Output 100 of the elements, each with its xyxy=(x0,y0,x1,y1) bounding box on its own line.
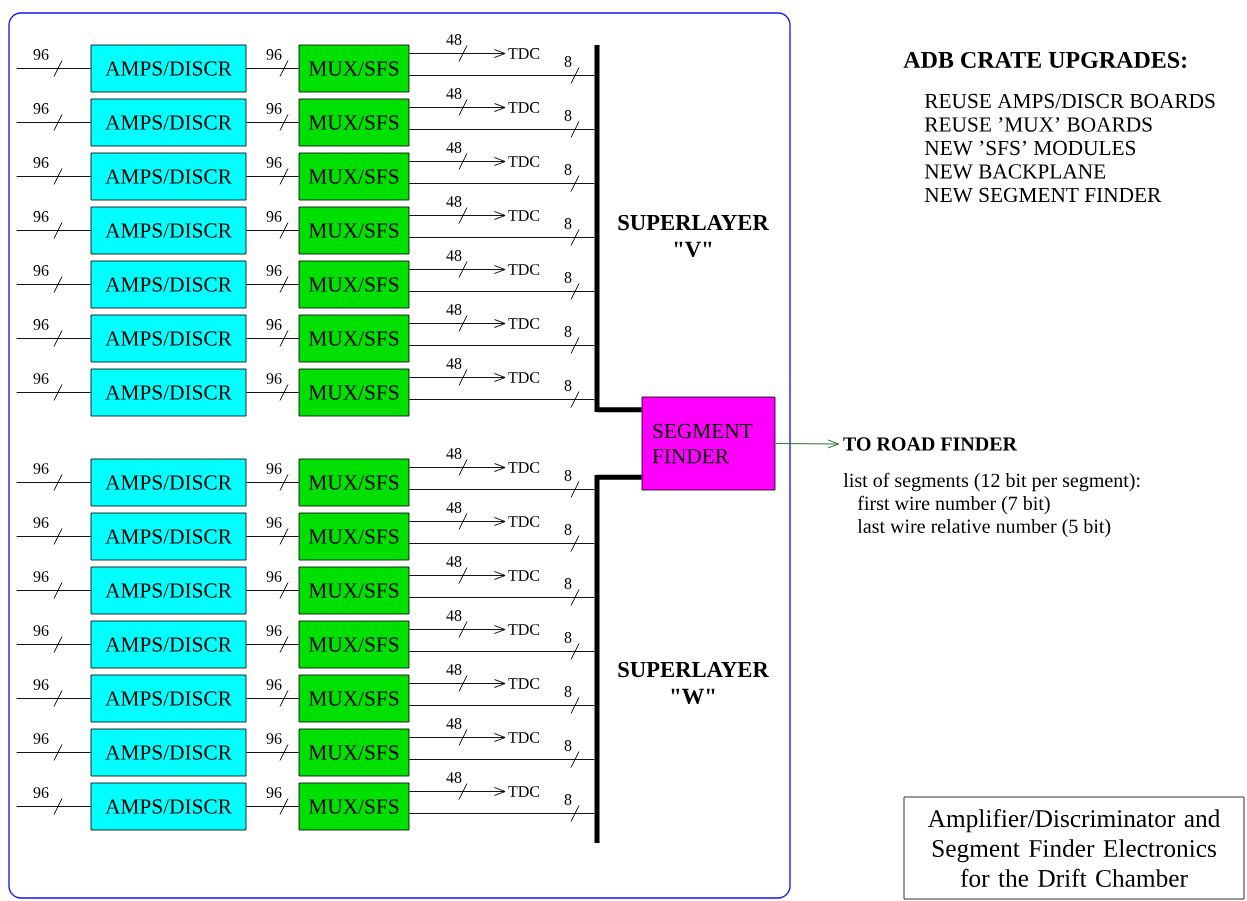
signal-line xyxy=(245,276,300,293)
arrow xyxy=(408,207,506,224)
bus-width-label: 48 xyxy=(446,664,462,675)
signal-line xyxy=(16,744,92,761)
output-label: TDC xyxy=(508,318,540,329)
arrow xyxy=(408,369,506,386)
list-item: REUSE AMPS/DISCR BOARDS xyxy=(924,93,1215,109)
signal-line xyxy=(16,798,92,815)
title-box: Amplifier/Discriminator and Segment Finder Electronics for the Drift Chamber xyxy=(903,796,1245,900)
output-label: TDC xyxy=(508,210,540,221)
bus-width-label: 8 xyxy=(564,56,572,67)
bus-width-label: 96 xyxy=(266,319,282,330)
note-text: first wire number (7 bit) xyxy=(857,495,1050,515)
amplifier-box: AMPS/DISCR xyxy=(90,458,247,507)
signal-line xyxy=(16,582,92,599)
bus-width-label: 48 xyxy=(446,610,462,621)
bus-width-label: 96 xyxy=(33,319,49,330)
bus-width-label: 96 xyxy=(266,625,282,636)
bus-width-label: 48 xyxy=(446,358,462,369)
mux-box: MUX/SFS xyxy=(298,44,410,93)
arrow xyxy=(408,621,506,638)
bus-line xyxy=(597,407,642,413)
bus-width-label: 8 xyxy=(564,218,572,229)
bus-width-label: 8 xyxy=(564,578,572,589)
mux-box: MUX/SFS xyxy=(298,458,410,507)
output-label: TDC xyxy=(508,570,540,581)
bus-width-label: 48 xyxy=(446,448,462,459)
bus-width-label: 96 xyxy=(33,517,49,528)
note-text: last wire relative number (5 bit) xyxy=(857,518,1111,538)
signal-line xyxy=(16,114,92,131)
mux-box: MUX/SFS xyxy=(298,512,410,561)
amplifier-box: AMPS/DISCR xyxy=(90,152,247,201)
bus-width-label: 8 xyxy=(564,164,572,175)
bus-width-label: 8 xyxy=(564,470,572,481)
arrow xyxy=(408,459,506,476)
amplifier-box: AMPS/DISCR xyxy=(90,206,247,255)
signal-line xyxy=(16,330,92,347)
output-label: TDC xyxy=(508,264,540,275)
bus-width-label: 96 xyxy=(266,373,282,384)
signal-line xyxy=(408,751,595,768)
amplifier-box: AMPS/DISCR xyxy=(90,368,247,417)
signal-line xyxy=(16,60,92,77)
signal-line xyxy=(245,330,300,347)
mux-box: MUX/SFS xyxy=(298,620,410,669)
mux-box: MUX/SFS xyxy=(298,368,410,417)
output-label: TDC xyxy=(508,156,540,167)
signal-line xyxy=(245,222,300,239)
mux-box: MUX/SFS xyxy=(298,728,410,777)
signal-line xyxy=(16,636,92,653)
bus-width-label: 96 xyxy=(266,103,282,114)
arrow xyxy=(408,261,506,278)
amplifier-box: AMPS/DISCR xyxy=(90,512,247,561)
bus-bar xyxy=(594,45,600,412)
signal-line xyxy=(408,391,595,408)
bus-width-label: 8 xyxy=(564,794,572,805)
signal-line xyxy=(245,384,300,401)
signal-line xyxy=(245,690,300,707)
output-label: TDC xyxy=(508,48,540,59)
bus-width-label: 8 xyxy=(564,632,572,643)
signal-line xyxy=(408,697,595,714)
amplifier-box: AMPS/DISCR xyxy=(90,566,247,615)
bus-bar xyxy=(594,475,600,843)
bus-width-label: 96 xyxy=(33,265,49,276)
signal-line xyxy=(245,744,300,761)
bus-width-label: 96 xyxy=(33,787,49,798)
output-label: TDC xyxy=(508,516,540,527)
arrow xyxy=(408,729,506,746)
mux-box: MUX/SFS xyxy=(298,782,410,831)
bus-width-label: 96 xyxy=(266,517,282,528)
arrow xyxy=(408,567,506,584)
signal-line xyxy=(16,276,92,293)
amplifier-box: AMPS/DISCR xyxy=(90,620,247,669)
signal-line xyxy=(408,643,595,660)
bus-width-label: 48 xyxy=(446,142,462,153)
amplifier-box: AMPS/DISCR xyxy=(90,260,247,309)
signal-line xyxy=(408,337,595,354)
bus-width-label: 48 xyxy=(446,250,462,261)
signal-line xyxy=(245,582,300,599)
bus-width-label: 96 xyxy=(266,679,282,690)
bus-width-label: 8 xyxy=(564,380,572,391)
destination-label: TO ROAD FINDER xyxy=(843,437,1018,451)
mux-box: MUX/SFS xyxy=(298,566,410,615)
bus-width-label: 8 xyxy=(564,326,572,337)
signal-line xyxy=(408,67,595,84)
bus-width-label: 8 xyxy=(564,740,572,751)
amplifier-box: AMPS/DISCR xyxy=(90,782,247,831)
bus-width-label: 96 xyxy=(33,463,49,474)
signal-line xyxy=(245,114,300,131)
layer-label: SUPERLAYER "W" xyxy=(618,661,769,705)
amplifier-box: AMPS/DISCR xyxy=(90,98,247,147)
output-label: TDC xyxy=(508,732,540,743)
arrow xyxy=(408,315,506,332)
arrow xyxy=(408,45,506,62)
list-item: NEW BACKPLANE xyxy=(924,164,1106,179)
mux-box: MUX/SFS xyxy=(298,314,410,363)
segment-finder-box: SEGMENT FINDER xyxy=(641,396,776,491)
bus-width-label: 48 xyxy=(446,502,462,513)
mux-box: MUX/SFS xyxy=(298,152,410,201)
signal-line xyxy=(408,805,595,822)
bus-width-label: 48 xyxy=(446,34,462,45)
